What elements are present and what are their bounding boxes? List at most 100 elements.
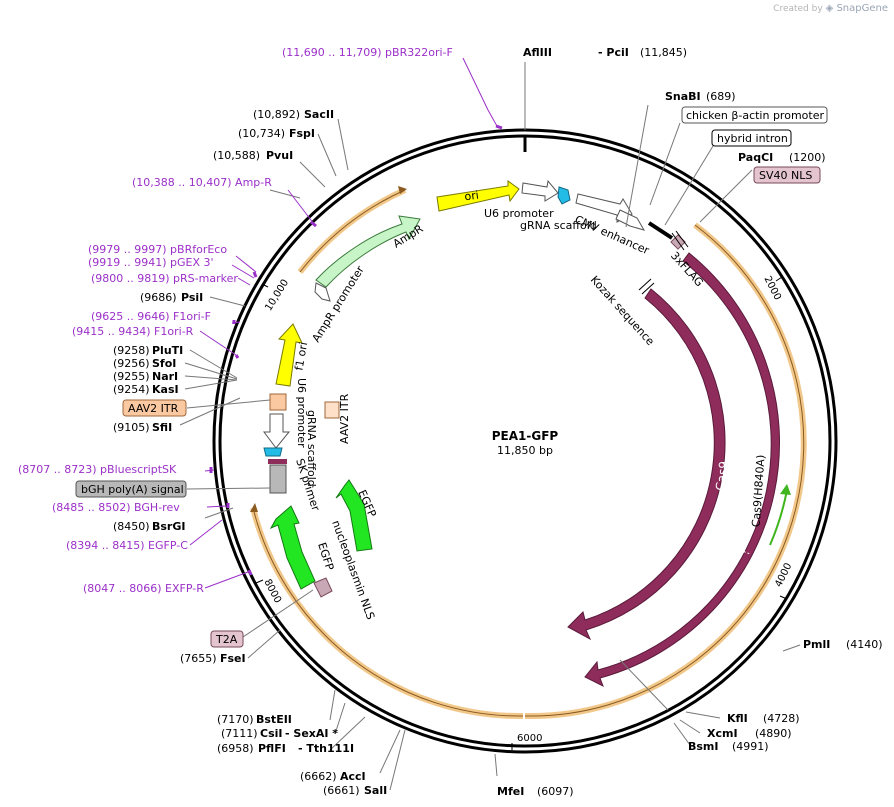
box-sv40-nls — [753, 166, 821, 184]
box-bgh-polya — [75, 480, 187, 498]
site-bsteii[interactable]: BstEII — [256, 713, 292, 726]
site-tth111i[interactable]: - Tth111I — [298, 742, 354, 755]
grna-left-feature[interactable] — [263, 447, 283, 457]
svg-text:(689): (689) — [706, 90, 736, 103]
primer-exfp-r[interactable]: (8047 .. 8066) EXFP-R — [83, 582, 204, 595]
box-t2a — [210, 630, 244, 648]
site-pflfi[interactable]: PflFI — [258, 742, 286, 755]
site-fsei[interactable]: FseI — [220, 652, 246, 665]
cas9-h840a-feature[interactable] — [584, 252, 781, 688]
site-paqci[interactable]: PaqCI — [738, 151, 773, 164]
label-hybrid-intron[interactable]: hybrid intron — [717, 132, 788, 145]
primer-amp-r[interactable]: (10,388 .. 10,407) Amp-R — [132, 176, 272, 189]
site-afliii[interactable]: AflIII — [523, 46, 552, 59]
hybrid-intron-feature[interactable] — [647, 221, 674, 240]
ruler-10000: 10,000 — [263, 278, 291, 314]
site-sali[interactable]: SalI — [364, 784, 387, 797]
svg-text:(6662): (6662) — [300, 770, 337, 783]
tick-8000 — [255, 579, 264, 584]
primer-pbrforeco[interactable]: (9979 .. 9997) pBRforEco — [88, 243, 227, 256]
f1-ori-feature[interactable] — [275, 323, 303, 387]
tick-2000 — [775, 276, 783, 282]
kozak-mark-2 — [638, 278, 652, 291]
label-aav-itr[interactable]: AAV2 ITR — [128, 402, 179, 415]
site-sexai[interactable]: - SexAI * — [285, 727, 338, 740]
site-csii[interactable]: CsiI — [260, 727, 282, 740]
boxed-labels: chicken β-actin promoter hybrid intron S… — [75, 106, 828, 648]
leader-beta-actin — [649, 122, 681, 206]
ori-feature[interactable] — [436, 180, 520, 212]
cas9-mut-label: Cas9(H840A) — [750, 454, 768, 527]
u6-left-feature[interactable] — [263, 413, 291, 449]
label-beta-actin[interactable]: chicken β-actin promoter — [686, 109, 824, 122]
svg-text:(10,892): (10,892) — [253, 108, 300, 121]
beta-actin-feature[interactable] — [615, 209, 646, 231]
primer-pgex3[interactable]: (9919 .. 9941) pGEX 3' — [88, 256, 214, 269]
primer-mark-ampr — [310, 220, 317, 228]
leader-extra — [619, 659, 669, 711]
site-bsrgi[interactable]: BsrGI — [152, 520, 185, 533]
site-kfli[interactable]: KflI — [727, 712, 748, 725]
site-nari[interactable]: NarI — [152, 370, 178, 383]
site-sacii[interactable]: SacII — [304, 108, 334, 121]
label-bgh-polya[interactable]: bGH poly(A) signal — [81, 483, 184, 496]
site-psii[interactable]: PsiI — [181, 291, 203, 304]
cas9-feature[interactable] — [567, 288, 726, 641]
egfp2-feature[interactable] — [269, 505, 316, 590]
svg-text:(4991): (4991) — [732, 740, 769, 753]
svg-text:(9254): (9254) — [113, 383, 150, 396]
site-pluti[interactable]: PluTI — [152, 344, 183, 357]
primer-prs-marker[interactable]: (9800 .. 9819) pRS-marker — [91, 272, 238, 285]
site-afliii-extra-pos: (11,845) — [640, 46, 687, 59]
primer-f1ori-f[interactable]: (9625 .. 9646) F1ori-F — [91, 310, 211, 323]
site-kasi[interactable]: KasI — [152, 383, 179, 396]
site-xcmi[interactable]: XcmI — [707, 727, 738, 740]
ampr-promoter-feature[interactable] — [314, 282, 331, 302]
site-sfii[interactable]: SfiI — [152, 421, 172, 434]
site-mfei[interactable]: MfeI — [497, 785, 524, 798]
primer-egfp-c[interactable]: (8394 .. 8415) EGFP-C — [66, 539, 188, 552]
primer-leaders — [189, 57, 499, 589]
sk-primer-mark — [268, 459, 287, 464]
site-acci[interactable]: AccI — [340, 770, 366, 783]
site-pmli[interactable]: PmlI — [803, 638, 830, 651]
watermark-text: Created by — [773, 4, 823, 14]
site-afliii-extra[interactable]: - PciI — [598, 46, 629, 59]
site-sfoi[interactable]: SfoI — [152, 357, 176, 370]
tick-10000 — [261, 283, 269, 288]
aav-itr-feature[interactable] — [269, 393, 287, 411]
site-snabi[interactable]: SnaBI — [665, 90, 701, 103]
svg-text:(9258): (9258) — [113, 344, 150, 357]
svg-text:(4728): (4728) — [763, 712, 800, 725]
primer-pbluescriptsk[interactable]: (8707 .. 8723) pBluescriptSK — [18, 463, 177, 476]
svg-text:(9105): (9105) — [113, 421, 150, 434]
nls-feature[interactable] — [313, 577, 333, 598]
egfp1-feature[interactable] — [335, 479, 373, 552]
svg-text:(6097): (6097) — [537, 785, 574, 798]
leader-hybrid-intron — [664, 145, 714, 226]
flag-mark-1 — [671, 232, 685, 251]
label-sv40-nls[interactable]: SV40 NLS — [759, 169, 812, 182]
u6-top-feature[interactable] — [521, 179, 559, 202]
site-pvui[interactable]: PvuI — [266, 149, 293, 162]
ampr-feature[interactable] — [315, 215, 421, 288]
plasmid-length: 11,850 bp — [497, 444, 553, 457]
tick-4000 — [779, 595, 788, 600]
snapgene-logo: ◈ SnapGene — [825, 3, 888, 14]
primer-pbr322ori[interactable]: (11,690 .. 11,709) pBR322ori-F — [282, 46, 453, 59]
watermark: Created by ◈ SnapGene — [773, 3, 888, 14]
grna-top-feature[interactable] — [557, 186, 571, 205]
box-aav-itr — [122, 399, 187, 417]
primer-f1ori-r[interactable]: (9415 .. 9434) F1ori-R — [72, 325, 194, 338]
svg-text:(6661): (6661) — [323, 784, 360, 797]
site-fspi[interactable]: FspI — [289, 127, 315, 140]
bgh-polya-feature[interactable] — [269, 464, 287, 494]
site-bsmi[interactable]: BsmI — [688, 740, 719, 753]
primer-bgh-rev[interactable]: (8485 .. 8502) BGH-rev — [52, 501, 180, 514]
svg-text:(7111): (7111) — [221, 727, 258, 740]
label-t2a[interactable]: T2A — [215, 633, 238, 646]
aav-inner-label: AAV2 ITR — [338, 393, 351, 444]
cas9-mutation-mark — [739, 549, 751, 555]
aav-itr-feature-2[interactable] — [324, 401, 340, 419]
